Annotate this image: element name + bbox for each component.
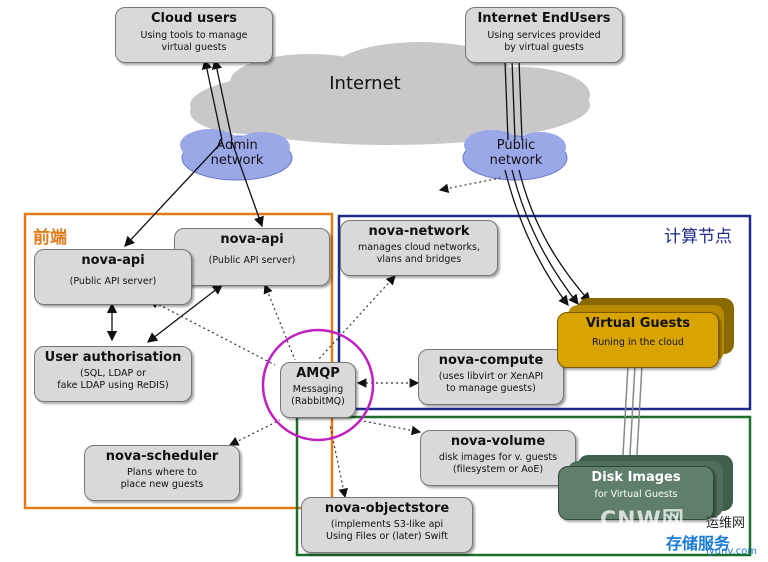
nova-objectstore-title: nova-objectstore [324, 501, 450, 516]
amqp-desc1: Messaging [292, 384, 344, 395]
nova-scheduler-box: nova-scheduler Plans where to place new … [84, 445, 240, 501]
nova-network-title: nova-network [368, 224, 470, 239]
nova-api-1-desc: (Public API server) [69, 276, 157, 287]
admin-network-cloud [180, 129, 293, 181]
user-auth-title: User authorisation [44, 350, 182, 365]
admin-network-label: Admin network [197, 138, 277, 168]
nova-scheduler-desc1: Plans where to [127, 467, 197, 478]
user-authorisation-box: User authorisation (SQL, LDAP or fake LD… [34, 346, 192, 402]
compute-region-border [337, 214, 752, 411]
nova-network-box: nova-network manages cloud networks, vla… [340, 220, 498, 276]
internet-label: Internet [329, 73, 401, 94]
internet-endusers-desc2: by virtual guests [504, 42, 584, 53]
watermark-line2: 存储服务 [666, 534, 731, 553]
nova-objectstore-desc1: (implements S3-like api [330, 519, 444, 530]
nova-api-box-1: nova-api (Public API server) [34, 249, 192, 305]
amqp-title: AMQP [296, 366, 340, 381]
storage-region-border [295, 415, 752, 557]
frontend-region-border [23, 212, 334, 510]
watermark-url: iyunv.com [706, 546, 758, 557]
internet-endusers-title: Internet EndUsers [477, 11, 611, 26]
nova-network-desc1: manages cloud networks, [357, 242, 481, 253]
amqp-highlight-ring [261, 328, 375, 442]
virtual-guests-title: Virtual Guests [585, 316, 691, 331]
public-network-line2: network [489, 153, 543, 168]
cloud-users-title: Cloud users [151, 11, 237, 26]
nova-compute-title: nova-compute [438, 353, 544, 368]
admin-network-line2: network [210, 153, 264, 168]
nova-compute-desc1: (uses libvirt or XenAPI [438, 371, 544, 382]
watermark-text: CNW网 [600, 508, 685, 533]
nova-compute-desc2: to manage guests) [446, 383, 536, 394]
disk-images-box: Disk Images for Virtual Guests [558, 466, 714, 520]
disk-images-title: Disk Images [591, 470, 681, 485]
nova-scheduler-desc2: place new guests [120, 479, 204, 490]
virtual-guests-desc: Runing in the cloud [592, 337, 684, 348]
frontend-region-label: 前端 [33, 228, 67, 248]
nova-compute-box: nova-compute (uses libvirt or XenAPI to … [418, 349, 564, 405]
virtual-guests-box: Virtual Guests Runing in the cloud [557, 312, 719, 368]
nova-network-desc2: vlans and bridges [376, 254, 462, 265]
nova-volume-box: nova-volume disk images for v. guests (f… [420, 430, 576, 486]
nova-scheduler-title: nova-scheduler [105, 449, 219, 464]
public-network-label: Public network [476, 138, 556, 168]
nova-api-box-2: nova-api (Public API server) [174, 228, 330, 286]
disk-images-desc: for Virtual Guests [594, 489, 678, 500]
nova-api-2-desc: (Public API server) [208, 255, 296, 266]
public-network-line1: Public [496, 138, 536, 153]
nova-volume-desc1: disk images for v. guests [438, 452, 558, 463]
user-auth-desc2: fake LDAP using ReDIS) [57, 380, 169, 391]
cloud-users-desc2: virtual guests [161, 42, 227, 53]
nova-volume-title: nova-volume [450, 434, 546, 449]
user-auth-desc1: (SQL, LDAP or [80, 368, 146, 379]
nova-volume-desc2: (filesystem or AoE) [452, 464, 544, 475]
nova-objectstore-box: nova-objectstore (implements S3-like api… [301, 497, 473, 553]
watermark: CNW网 运维网 存储服务 iyunv.com [600, 500, 768, 562]
cloud-users-desc1: Using tools to manage [140, 30, 248, 41]
internet-endusers-box: Internet EndUsers Using services provide… [465, 7, 623, 63]
nova-api-2-title: nova-api [220, 232, 284, 247]
internet-endusers-desc1: Using services provided [487, 30, 601, 41]
nova-api-1-title: nova-api [81, 253, 145, 268]
amqp-desc2: (RabbitMQ) [291, 396, 345, 407]
amqp-box: AMQP Messaging (RabbitMQ) [280, 362, 356, 418]
cloud-users-box: Cloud users Using tools to manage virtua… [115, 7, 273, 63]
nova-objectstore-desc2: Using Files or (later) Swift [326, 531, 448, 542]
compute-region-label: 计算节点 [664, 227, 732, 247]
admin-network-line1: Admin [216, 138, 258, 153]
watermark-line1: 运维网 [706, 516, 746, 531]
